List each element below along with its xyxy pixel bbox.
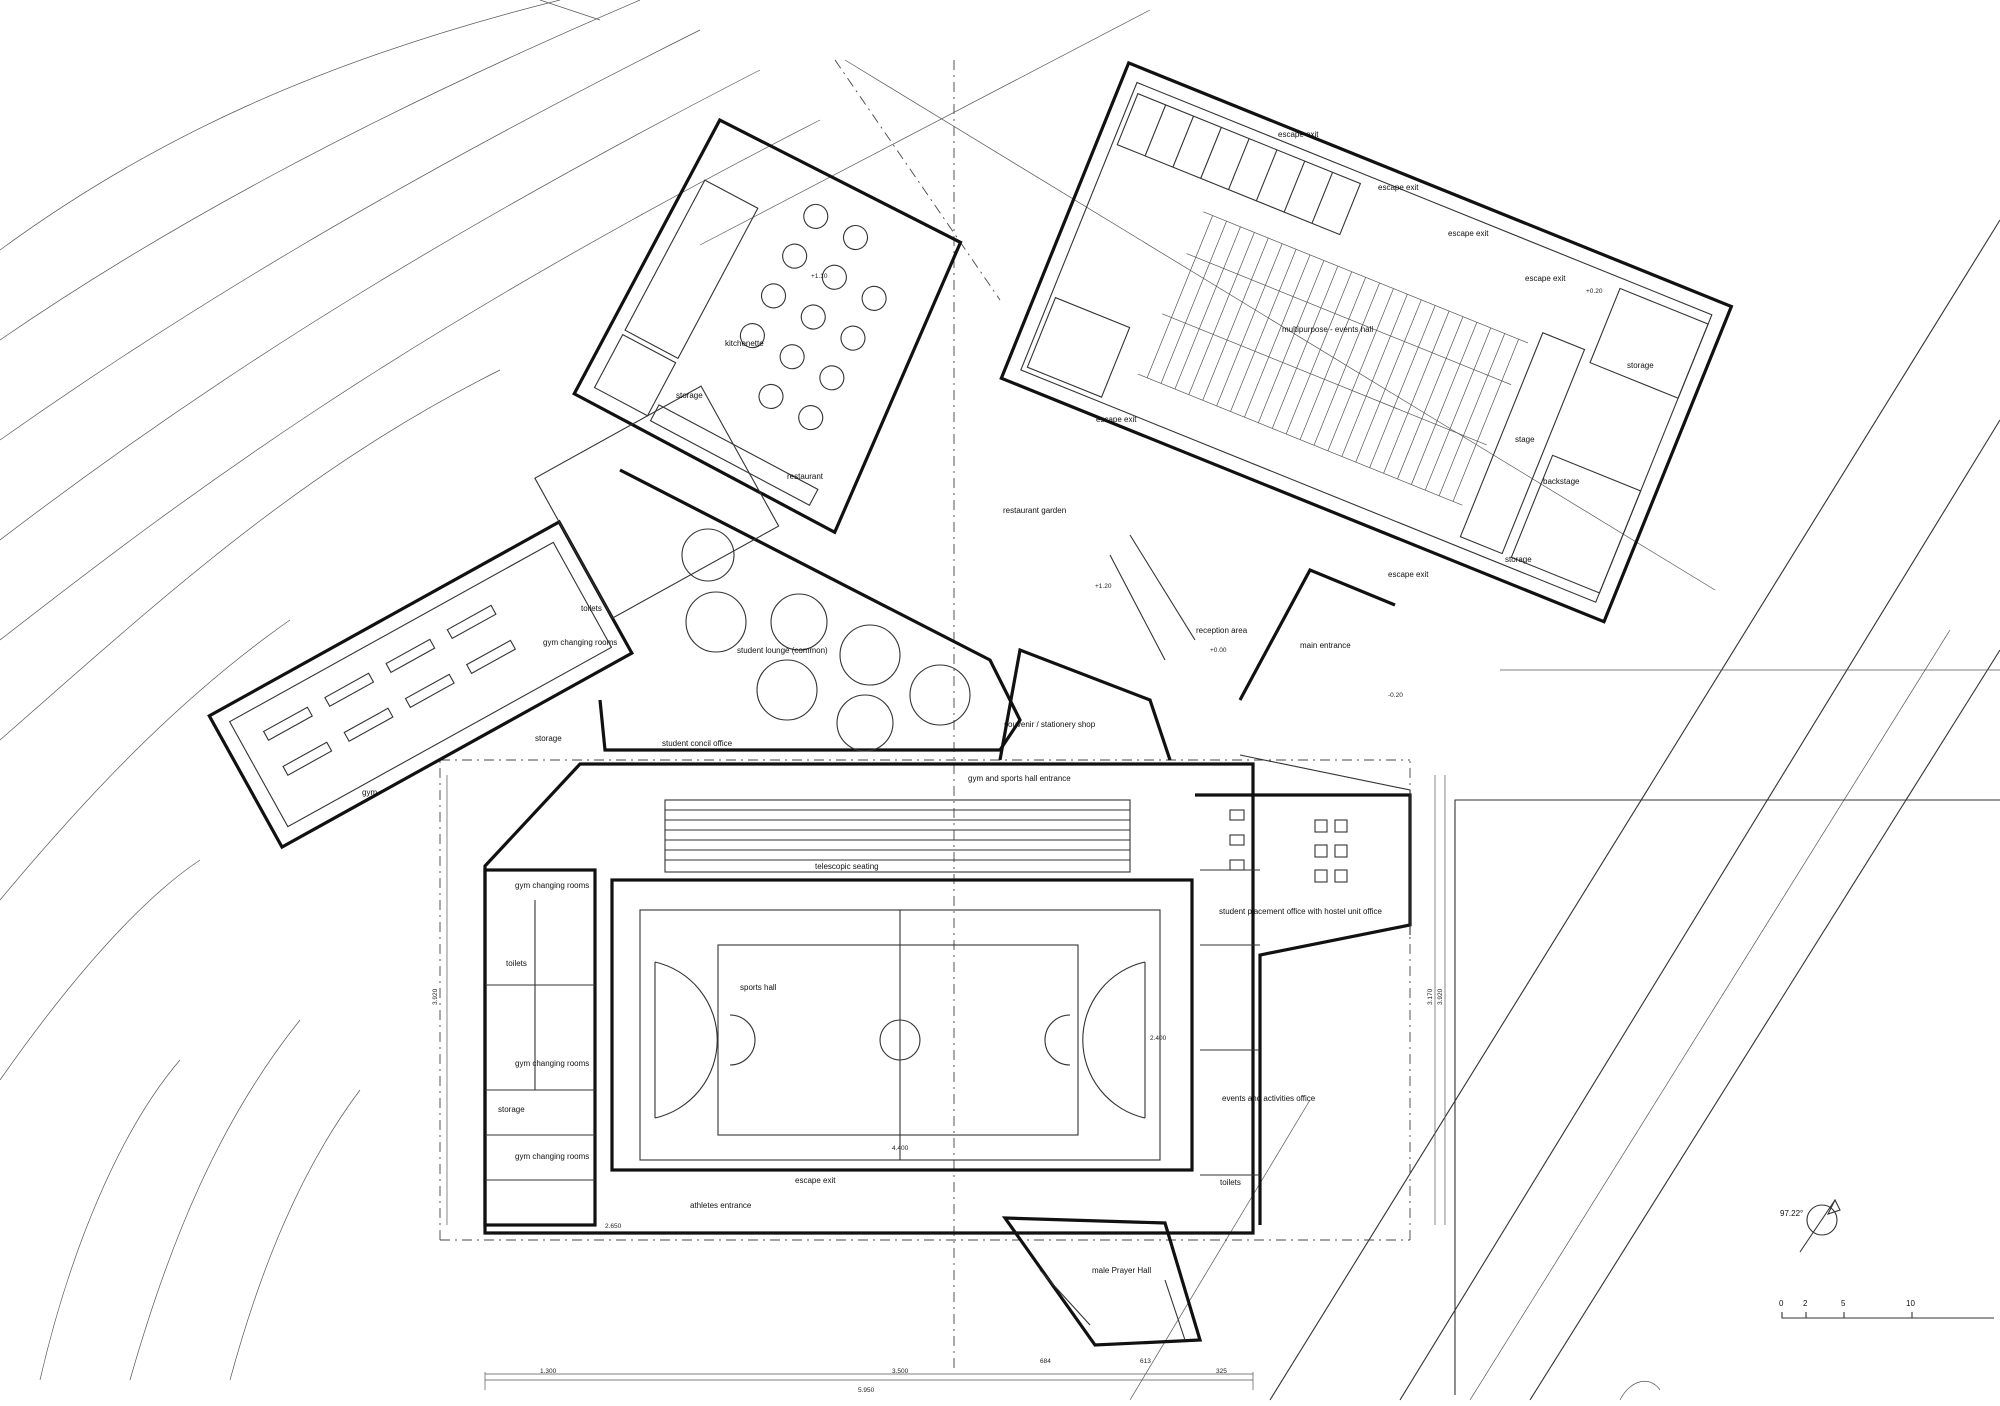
label-toilets-top: toilets [581, 604, 602, 613]
events-hall-block [999, 60, 1734, 624]
label-restaurant: restaurant [787, 472, 824, 481]
gym-block [207, 385, 780, 850]
label-escape-exit-6: escape exit [1388, 570, 1429, 579]
label-storage-restaurant: storage [676, 391, 703, 400]
level-mark-4: +1.10 [811, 273, 828, 280]
label-restaurant-garden: restaurant garden [1003, 506, 1066, 515]
label-gym-sports-entrance: gym and sports hall entrance [968, 774, 1071, 783]
label-escape-exit-4: escape exit [1525, 274, 1566, 283]
dim-left-seg: 1.300 [540, 1368, 557, 1375]
site-contour-lines [0, 0, 821, 1381]
label-storage-gym: storage [535, 734, 562, 743]
dim-right-height-a: 3.170 [1427, 988, 1434, 1005]
label-backstage: backstage [1543, 477, 1580, 486]
dim-left-height: 3.920 [432, 988, 439, 1005]
toilet-cubicles [1144, 104, 1334, 224]
lounge-round-tables [681, 528, 971, 752]
restaurant-block [572, 117, 963, 535]
label-gym: gym [362, 788, 377, 797]
room-labels: escape exit escape exit escape exit esca… [362, 130, 1654, 1275]
level-mark-2: +0.00 [1210, 647, 1227, 654]
label-storage-backstage: storage [1505, 555, 1532, 564]
north-angle-label: 97.22° [1780, 1209, 1803, 1218]
label-multipurpose: multipurpose - events hall [1282, 325, 1373, 334]
dimension-labels: 5.950 1.300 3.500 684 613 325 4.400 2.40… [432, 273, 1603, 1394]
dim-court-width: 4.400 [892, 1145, 909, 1152]
dim-mid-seg: 3.500 [892, 1368, 909, 1375]
label-student-lounge: student lounge (common) [737, 646, 828, 655]
label-escape-exit-2: escape exit [1378, 183, 1419, 192]
scale-tick-5: 5 [1841, 1299, 1846, 1308]
label-athletes-entrance: athletes entrance [690, 1201, 752, 1210]
gym-equipment-rows [262, 604, 517, 776]
label-events-office: events and activities office [1222, 1094, 1316, 1103]
restaurant-tables [739, 203, 887, 431]
label-souvenir-shop: souvenir / stationery shop [1004, 720, 1096, 729]
scale-tick-10: 10 [1906, 1299, 1915, 1308]
site-road-lines [1129, 219, 2000, 1401]
north-arrow: 97.22° [1780, 1198, 1841, 1253]
scale-bar: 0 2 5 10 [1779, 1299, 1994, 1319]
level-mark-3: -0.20 [1388, 692, 1403, 699]
student-lounge-area [598, 468, 1022, 752]
label-escape-exit-1: escape exit [1278, 130, 1319, 139]
dim-right-height-b: 3.920 [1437, 988, 1444, 1005]
dim-total-width: 5.950 [858, 1387, 875, 1394]
label-storage-events: storage [1627, 361, 1654, 370]
dim-bottom-run: 2.650 [605, 1223, 622, 1230]
dim-court-length: 2.400 [1150, 1035, 1167, 1042]
label-toilets-left: toilets [506, 959, 527, 968]
label-storage-left: storage [498, 1105, 525, 1114]
label-stage: stage [1515, 435, 1535, 444]
scale-tick-2: 2 [1803, 1299, 1808, 1308]
connector-walls [998, 534, 1411, 935]
scale-tick-0: 0 [1779, 1299, 1784, 1308]
label-student-council: student concil office [662, 739, 733, 748]
basketball-court [639, 909, 1161, 1161]
level-mark-5: +1.20 [1095, 583, 1112, 590]
label-gym-changing-1: gym changing rooms [515, 881, 589, 890]
sports-hall-block [483, 762, 1412, 1235]
label-student-placement: student placement office with hostel uni… [1219, 907, 1382, 916]
label-telescopic-seating: telescopic seating [815, 862, 879, 871]
label-toilets-right: toilets [1220, 1178, 1241, 1187]
label-escape-exit-3: escape exit [1448, 229, 1489, 238]
telescopic-seating-steps [664, 799, 1131, 873]
label-gym-changing-top: gym changing rooms [543, 638, 617, 647]
level-mark-1: +0.20 [1586, 288, 1603, 295]
label-sports-hall: sports hall [740, 983, 777, 992]
auditorium-seat-rows [1137, 211, 1529, 506]
label-male-prayer-hall: male Prayer Hall [1092, 1266, 1151, 1275]
dim-right-seg-a: 684 [1040, 1358, 1051, 1365]
label-escape-exit-7: escape exit [795, 1176, 836, 1185]
prayer-hall-block [1001, 1216, 1203, 1347]
label-gym-changing-3: gym changing rooms [515, 1152, 589, 1161]
axis-lines [439, 9, 1716, 1370]
label-escape-exit-5: escape exit [1096, 415, 1137, 424]
dim-right-seg-b: 613 [1140, 1358, 1151, 1365]
label-main-entrance: main entrance [1300, 641, 1351, 650]
label-reception-area: reception area [1196, 626, 1248, 635]
label-gym-changing-2: gym changing rooms [515, 1059, 589, 1068]
dim-right-seg-c: 325 [1216, 1368, 1227, 1375]
label-kitchenette: kitchenette [725, 339, 764, 348]
dimension-lines [446, 775, 1446, 1390]
office-desks [1229, 809, 1348, 883]
